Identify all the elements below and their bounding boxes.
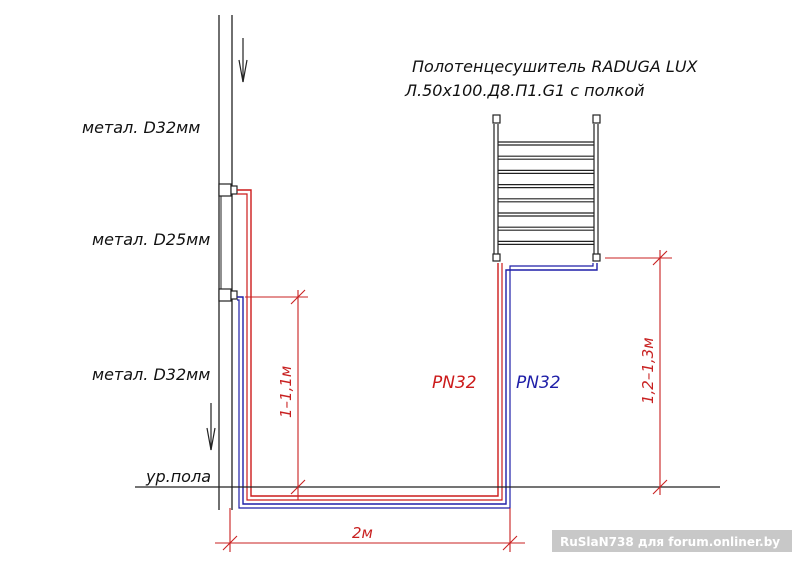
dimension-width: 2м (352, 524, 373, 542)
dimension-right-height: 1,2–1,3м (639, 337, 657, 404)
riser-pipe (218, 15, 233, 510)
towel-warmer-title-line2: Л.50х100.Д8.П1.G1 с полкой (404, 81, 645, 100)
watermark: RuSlaN738 для forum.onliner.by (552, 530, 792, 552)
towel-warmer (492, 114, 601, 262)
towel-warmer-title-line1: Полотенцесушитель RADUGA LUX (412, 57, 699, 76)
supply-pipe-inner (237, 193, 503, 501)
supply-pipe (237, 189, 499, 497)
return-pipe (237, 263, 598, 505)
flow-arrow-icon (206, 38, 248, 451)
riser-label-bottom: метал. D32мм (92, 365, 210, 384)
dimension-left-height: 1–1,1м (277, 366, 295, 418)
watermark-text: RuSlaN738 для forum.onliner.by (560, 535, 780, 549)
dimension-lines (215, 250, 672, 552)
riser-fittings (218, 183, 238, 302)
riser-label-middle: метал. D25мм (92, 230, 210, 249)
supply-pipe-label: PN32 (432, 373, 477, 393)
floor-label: ур.пола (145, 467, 211, 486)
return-pipe-label: PN32 (516, 373, 561, 393)
riser-label-top: метал. D32мм (82, 118, 200, 137)
